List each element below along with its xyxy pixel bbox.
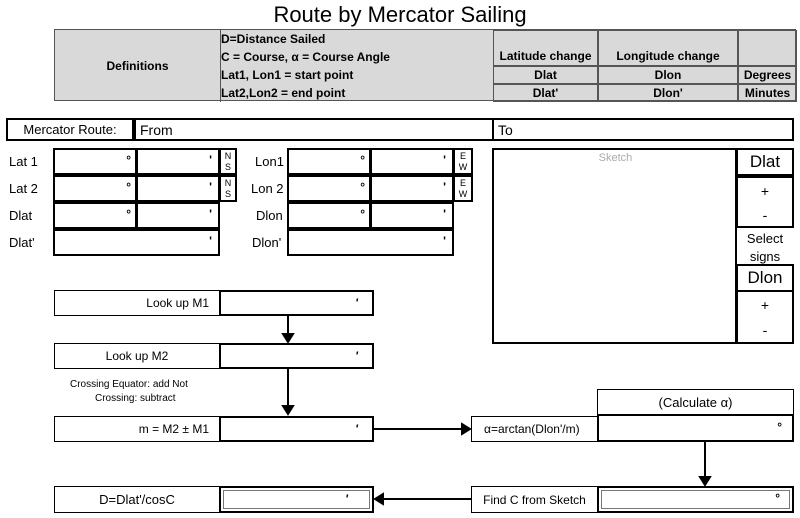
dlat-label: Dlat [9, 208, 33, 223]
crossing-note-1: Crossing Equator: add Not [70, 379, 188, 390]
def-line-2: C = Course, α = Course Angle [221, 50, 390, 64]
latitude-change-header: Latitude change [493, 30, 598, 66]
dlon-prime-def: Dlon' [598, 84, 738, 102]
dlat-prime-label: Dlat' [9, 235, 35, 250]
lon2-ew-selector[interactable]: E W [453, 175, 473, 202]
crossing-note-2: Crossing: subtract [95, 393, 176, 404]
dlat-degrees-input[interactable]: ° [53, 202, 137, 229]
lon2-label: Lon 2 [251, 181, 284, 196]
dlon-sign-selector[interactable]: + - [736, 290, 794, 344]
lon1-ew-selector[interactable]: E W [453, 148, 473, 175]
find-c-label: Find C from Sketch [471, 486, 598, 513]
distance-formula-label: D=Dlat'/cosC [54, 486, 220, 513]
lon2-minutes-input[interactable]: ' [370, 175, 454, 202]
lat2-minutes-input[interactable]: ' [136, 175, 220, 202]
m-input[interactable]: ʹ [219, 416, 374, 442]
calculate-alpha-label: (Calculate α) [597, 389, 794, 416]
m-formula-label: m = M2 ± M1 [54, 416, 220, 442]
dlon-def: Dlon [598, 66, 738, 84]
definitions-label: Definitions [55, 30, 221, 102]
dlat-sign-selector[interactable]: + - [736, 176, 794, 228]
lat2-label: Lat 2 [9, 181, 38, 196]
m1-input[interactable]: ʹ [219, 290, 374, 316]
sketch-label: Sketch [598, 152, 633, 164]
select-signs-label: Select signs [746, 231, 784, 264]
from-field[interactable]: From [134, 118, 494, 141]
alpha-formula-label: α=arctan(Dlon'/m) [471, 416, 598, 442]
distance-input[interactable]: ʹ [219, 486, 374, 513]
m2-input[interactable]: ʹ [219, 343, 374, 369]
def-line-4: Lat2,Lon2 = end point [221, 86, 346, 100]
def-line-1: D=Distance Sailed [221, 32, 326, 46]
dlat-prime-def: Dlat' [493, 84, 598, 102]
dlat-prime-input[interactable]: ' [53, 229, 220, 256]
course-input[interactable]: ° [597, 486, 794, 513]
arrow-m2-m-head [281, 405, 295, 416]
lon1-minutes-input[interactable]: ' [370, 148, 454, 175]
dlon-prime-input[interactable]: ' [287, 229, 454, 256]
lat1-ns-selector[interactable]: N S [219, 148, 237, 175]
lookup-m1-label: Look up M1 [54, 290, 220, 316]
dlon-minutes-input[interactable]: ' [370, 202, 454, 229]
sketch-area[interactable]: Sketch [492, 148, 737, 344]
lon1-label: Lon1 [255, 154, 284, 169]
dlon-degrees-input[interactable]: ° [287, 202, 371, 229]
dlat-def: Dlat [493, 66, 598, 84]
dlon-prime-label: Dlon' [252, 235, 282, 250]
lon2-degrees-input[interactable]: ° [287, 175, 371, 202]
arrow-m1-m2-head [281, 333, 295, 344]
sketch-dlat-header: Dlat [736, 148, 794, 176]
dlat-minutes-input[interactable]: ' [136, 202, 220, 229]
arrow-alpha-c-head [698, 476, 712, 487]
dlon-label: Dlon [256, 208, 283, 223]
page-title: Route by Mercator Sailing [273, 2, 527, 27]
minutes-def: Minutes [738, 84, 797, 102]
definitions-panel: Definitions D=Distance Sailed C = Course… [54, 29, 797, 102]
lat2-ns-selector[interactable]: N S [219, 175, 237, 202]
mercator-route-label: Mercator Route: [6, 118, 134, 141]
to-field[interactable]: To [492, 118, 794, 141]
def-line-3: Lat1, Lon1 = start point [221, 68, 354, 82]
arrow-m-alpha-head [461, 422, 472, 436]
lat2-degrees-input[interactable]: ° [53, 175, 137, 202]
units-header [738, 30, 797, 66]
arrow-c-d-head [373, 492, 384, 506]
degrees-def: Degrees [738, 66, 797, 84]
lookup-m2-label: Look up M2 [54, 343, 220, 369]
lat1-label: Lat 1 [9, 154, 38, 169]
alpha-input[interactable]: ° [597, 414, 794, 442]
longitude-change-header: Longitude change [598, 30, 738, 66]
